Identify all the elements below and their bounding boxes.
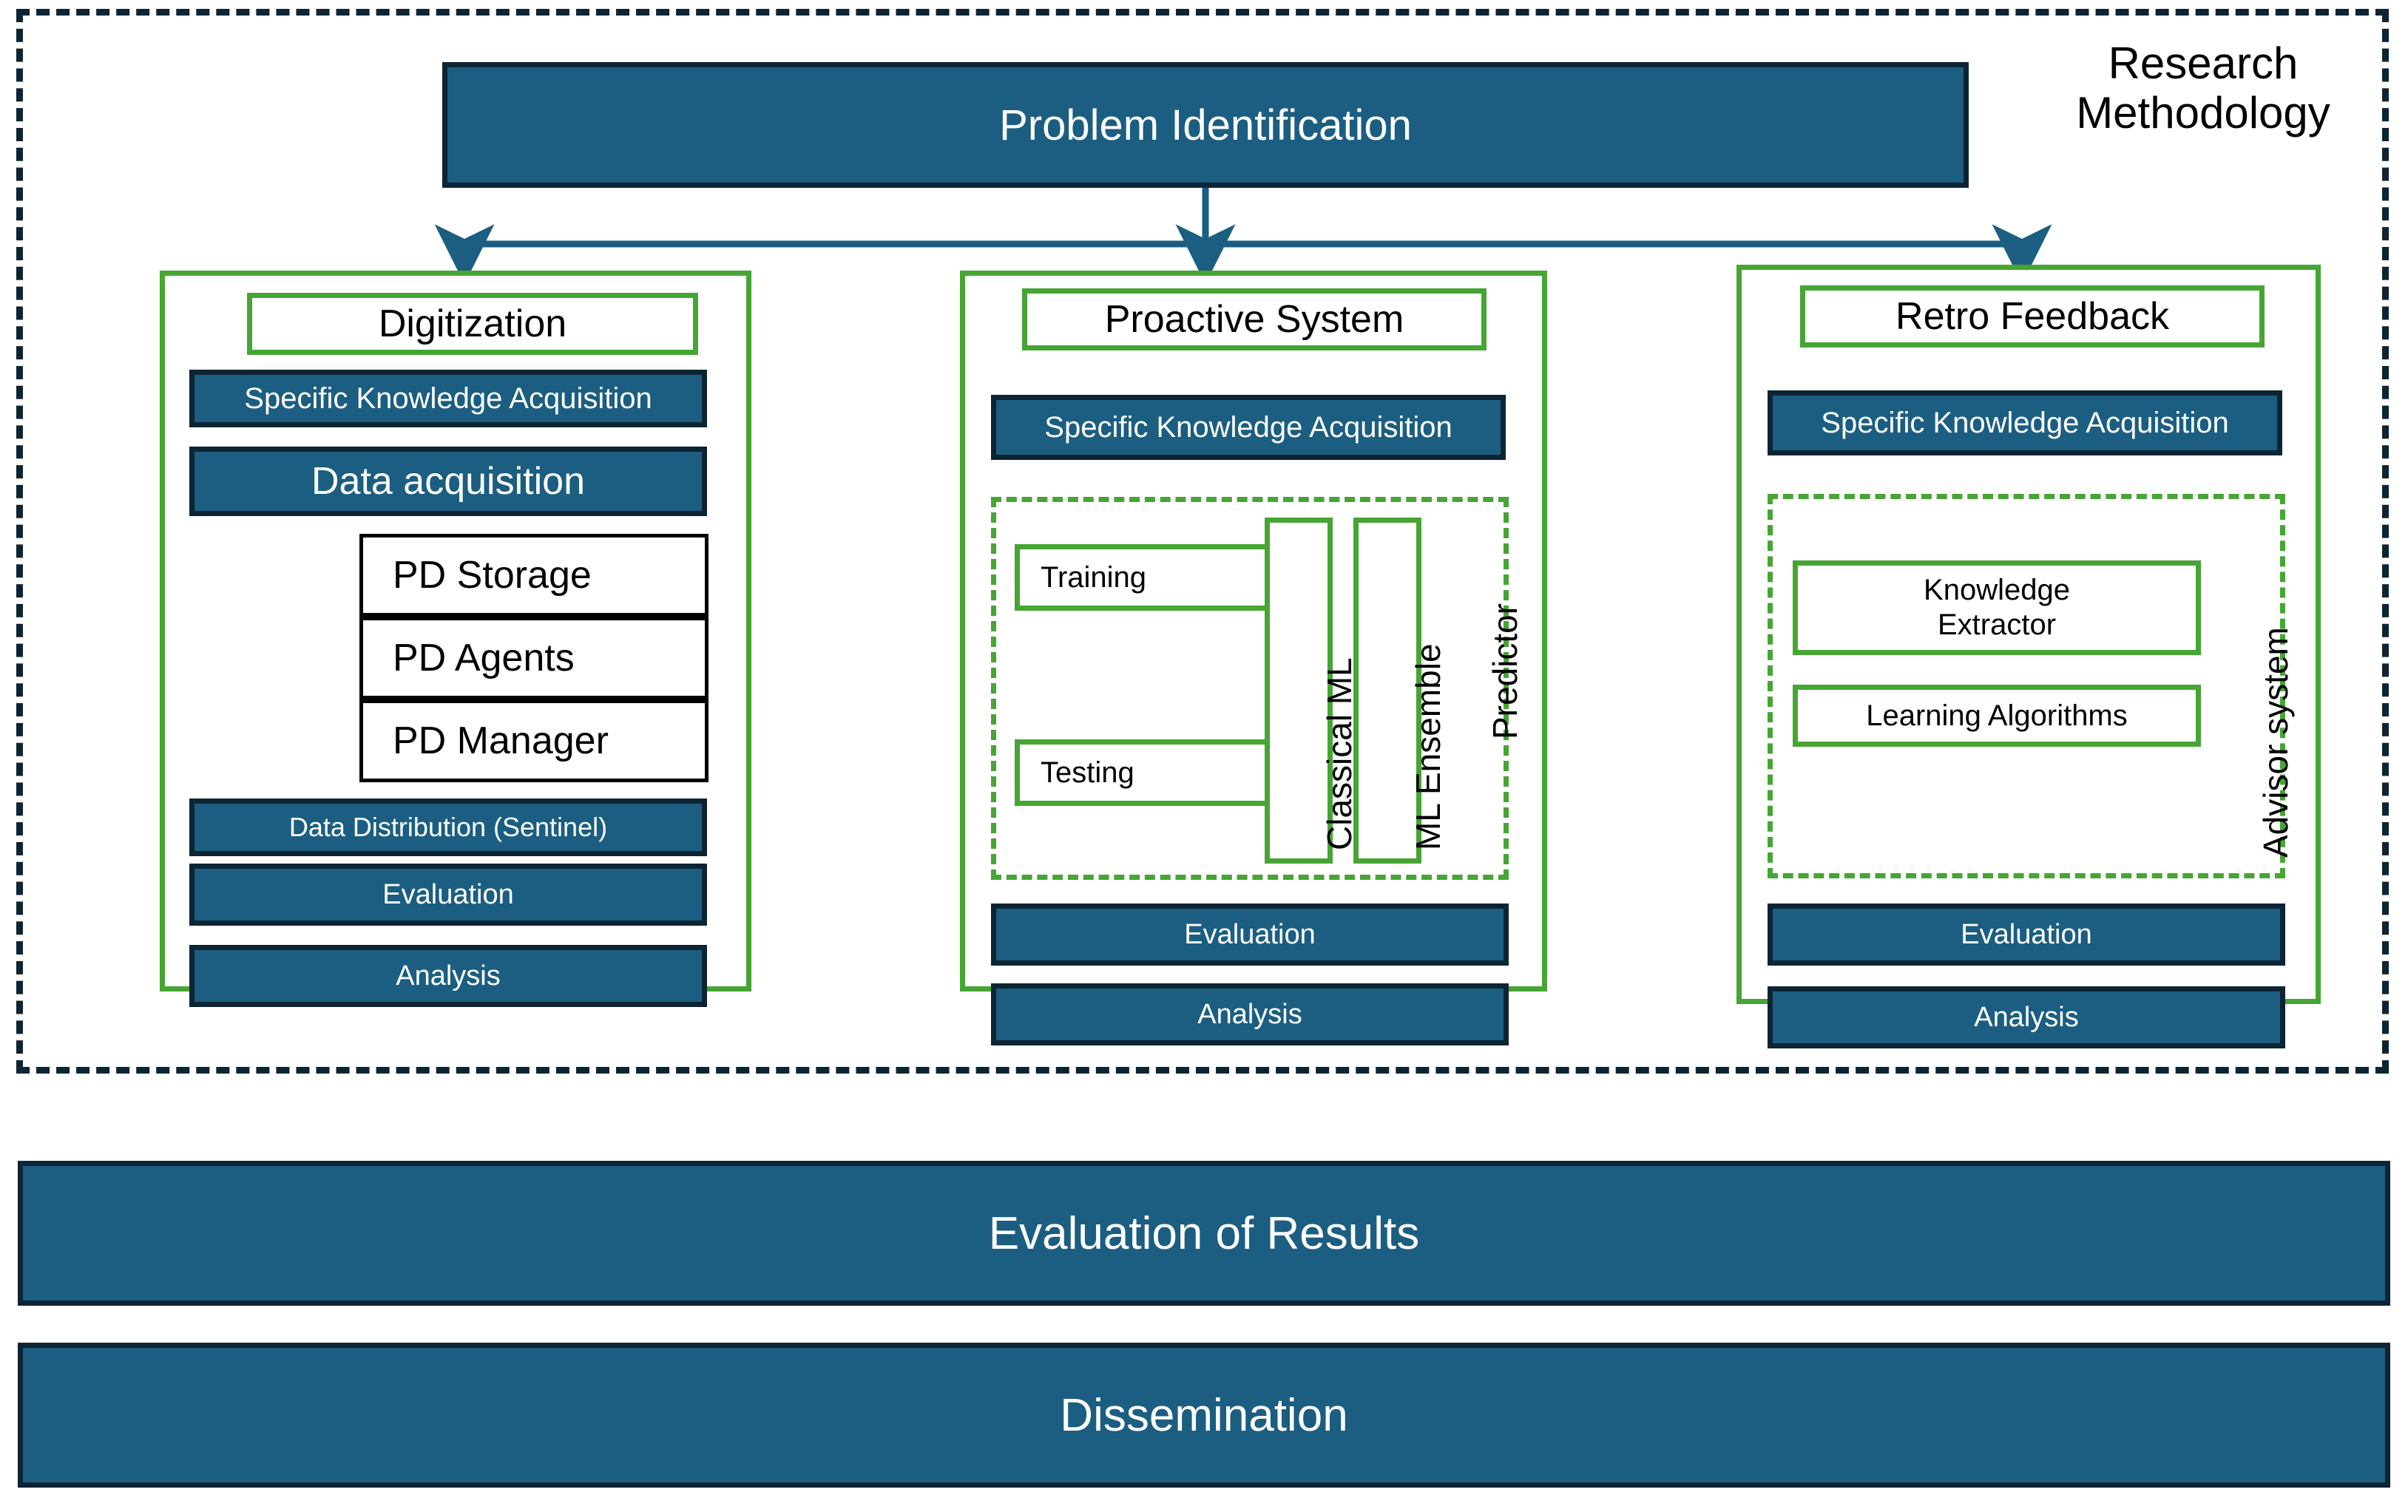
problem-identification-label: Problem Identification <box>999 101 1412 149</box>
ska-block-proactive[interactable]: Specific Knowledge Acquisition <box>991 395 1506 460</box>
knowledge-extractor-block[interactable]: Knowledge Extractor <box>1793 560 2201 655</box>
predictor-group <box>991 497 1509 880</box>
advisor-system-group <box>1768 494 2285 878</box>
ska-block-digitization[interactable]: Specific Knowledge Acquisition <box>189 370 707 427</box>
analysis-block-digitization[interactable]: Analysis <box>189 945 707 1007</box>
column-header-retro-feedback: Retro Feedback <box>1800 285 2265 348</box>
learning-algorithms-block[interactable]: Learning Algorithms <box>1793 685 2201 747</box>
dissemination-bar[interactable]: Dissemination <box>18 1343 2390 1488</box>
ska-block-retro[interactable]: Specific Knowledge Acquisition <box>1768 390 2282 455</box>
pd-manager-block[interactable]: PD Manager <box>359 699 708 782</box>
evaluation-block-retro[interactable]: Evaluation <box>1768 904 2285 966</box>
column-header-proactive-system: Proactive System <box>1022 288 1487 350</box>
data-acquisition-block[interactable]: Data acquisition <box>189 447 707 516</box>
analysis-block-retro[interactable]: Analysis <box>1768 986 2285 1048</box>
classical-ml-block[interactable] <box>1265 518 1333 864</box>
ml-ensemble-label: ML Ensemble <box>1409 643 1447 850</box>
ml-ensemble-block[interactable] <box>1353 518 1421 864</box>
data-distribution-block[interactable]: Data Distribution (Sentinel) <box>189 799 707 856</box>
problem-identification-node[interactable]: Problem Identification <box>442 62 1969 188</box>
analysis-block-proactive[interactable]: Analysis <box>991 983 1509 1045</box>
pd-storage-block[interactable]: PD Storage <box>359 534 708 617</box>
advisor-system-label: Advisor system <box>2256 627 2295 858</box>
evaluation-of-results-bar[interactable]: Evaluation of Results <box>18 1161 2390 1306</box>
evaluation-block-proactive[interactable]: Evaluation <box>991 904 1509 966</box>
evaluation-block-digitization[interactable]: Evaluation <box>189 864 707 926</box>
research-methodology-frame <box>16 9 2389 1074</box>
predictor-label: Predictor <box>1486 603 1524 739</box>
research-methodology-title: Research Methodology <box>2076 38 2330 138</box>
column-header-digitization: Digitization <box>247 293 698 355</box>
pd-agents-block[interactable]: PD Agents <box>359 617 708 699</box>
